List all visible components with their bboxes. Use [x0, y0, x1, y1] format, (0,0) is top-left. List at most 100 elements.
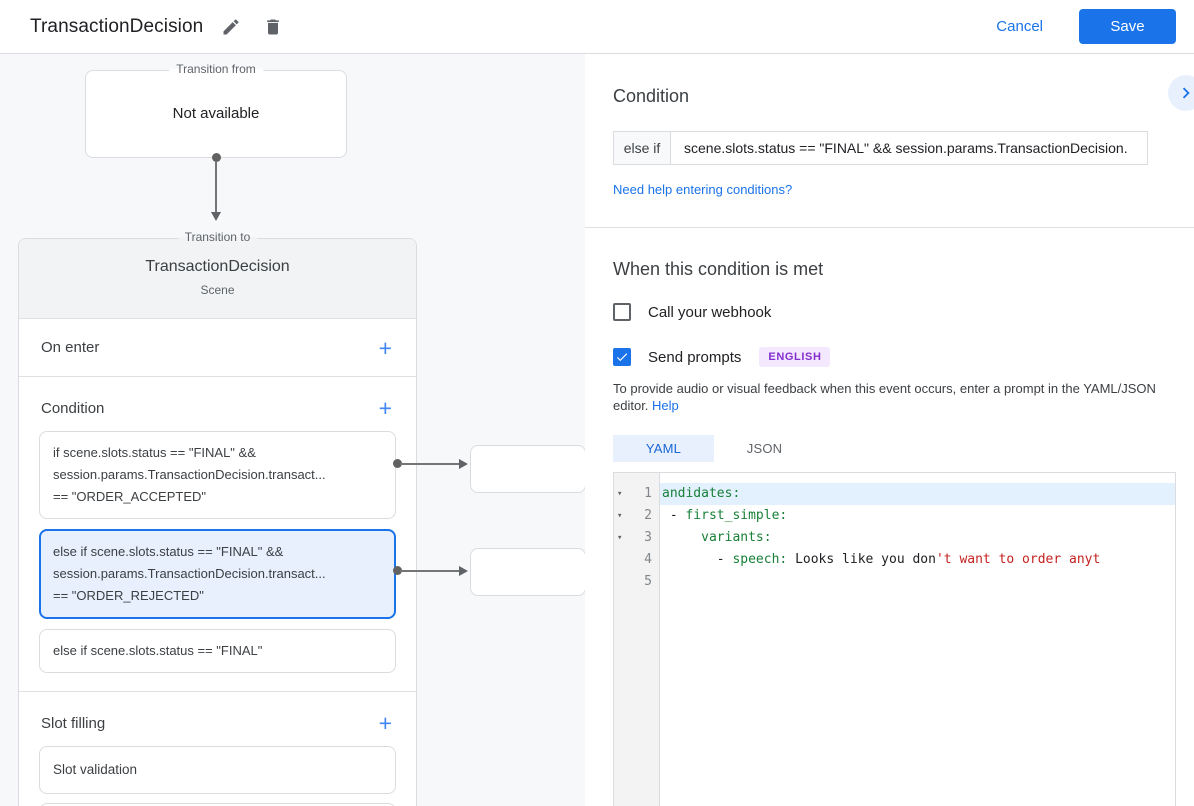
connector-line: [215, 161, 217, 213]
panel-divider: [585, 227, 1194, 228]
connector-dot: [393, 459, 402, 468]
transition-target-box[interactable]: [470, 548, 585, 596]
condition-card-list: if scene.slots.status == "FINAL" && sessi…: [39, 431, 396, 673]
condition-card[interactable]: if scene.slots.status == "FINAL" && sessi…: [39, 431, 396, 519]
fold-toggle-icon[interactable]: ▾: [617, 489, 623, 499]
condition-prefix-label: else if: [613, 131, 671, 165]
code-token: [662, 530, 701, 545]
collapse-panel-button[interactable]: [1168, 75, 1194, 111]
when-condition-heading: When this condition is met: [613, 259, 824, 279]
connector-line: [400, 570, 459, 572]
condition-section: Condition + if scene.slots.status == "FI…: [19, 377, 416, 692]
add-slot-button[interactable]: +: [378, 710, 392, 736]
editor-gutter-row: ▾2: [614, 505, 659, 527]
scene-name: TransactionDecision: [145, 258, 290, 275]
editor-gutter-row: 4: [614, 549, 659, 571]
tab-json[interactable]: JSON: [714, 435, 815, 462]
scene-card: Transition to TransactionDecision Scene …: [18, 230, 417, 806]
fold-toggle-icon[interactable]: ▾: [617, 533, 623, 543]
scene-type-label: Scene: [200, 283, 235, 297]
send-prompts-row: Send prompts ENGLISH: [613, 347, 1176, 367]
slot-filling-label: Slot filling: [41, 714, 106, 732]
send-prompts-label: Send prompts: [648, 348, 742, 366]
code-token: andidates:: [662, 486, 741, 501]
condition-text: session.params.TransactionDecision.trans…: [53, 566, 326, 581]
page-title: TransactionDecision: [30, 15, 204, 37]
slot-filling-section: Slot filling + Slot validation: [19, 692, 416, 806]
condition-expression-input[interactable]: [671, 131, 1148, 165]
slot-card-list: Slot validation: [39, 746, 396, 794]
add-condition-button[interactable]: +: [378, 395, 392, 421]
checkmark-icon: [616, 353, 628, 362]
code-token: 't want to order anyt: [935, 552, 1101, 567]
line-number: 2: [644, 508, 652, 523]
on-enter-label: On enter: [41, 339, 100, 356]
line-number: 1: [644, 486, 652, 501]
code-line: andidates:: [660, 483, 1175, 505]
condition-section-label: Condition: [41, 399, 105, 417]
code-token: first_simple:: [685, 508, 788, 523]
arrow-right-icon: [459, 459, 468, 469]
call-webhook-label: Call your webhook: [648, 303, 772, 321]
edit-icon[interactable]: [217, 13, 245, 41]
transition-from-legend: Transition from: [169, 62, 263, 76]
delete-icon[interactable]: [259, 13, 287, 41]
condition-help-link[interactable]: Need help entering conditions?: [613, 182, 793, 197]
condition-detail-panel: Condition else if Need help entering con…: [585, 54, 1194, 806]
code-line: - speech: Looks like you don't want to o…: [660, 549, 1175, 571]
cancel-button[interactable]: Cancel: [996, 18, 1043, 35]
scene-card-header: TransactionDecision Scene: [19, 239, 416, 319]
condition-input-group: else if: [613, 131, 1148, 165]
scene-flow-canvas: Transition from Not available Transition…: [0, 54, 585, 806]
on-enter-row: On enter +: [19, 319, 416, 377]
fold-toggle-icon[interactable]: ▾: [617, 511, 623, 521]
condition-text: else if scene.slots.status == "FINAL": [53, 643, 263, 658]
code-token: -: [662, 508, 686, 523]
code-token: speech:: [732, 552, 788, 567]
code-line: [660, 571, 1175, 593]
condition-text: == "ORDER_ACCEPTED": [53, 489, 206, 504]
editor-gutter-row: ▾1: [614, 483, 659, 505]
tab-yaml[interactable]: YAML: [613, 435, 714, 462]
condition-text: if scene.slots.status == "FINAL" &&: [53, 445, 256, 460]
send-prompts-checkbox[interactable]: [613, 348, 631, 366]
code-line: - first_simple:: [660, 505, 1175, 527]
line-number: 4: [644, 552, 652, 567]
connector-dot: [393, 566, 402, 575]
connector-dot: [212, 153, 221, 162]
condition-card[interactable]: else if scene.slots.status == "FINAL": [39, 629, 396, 673]
line-number: 5: [644, 574, 652, 589]
condition-heading: Condition: [613, 86, 690, 106]
arrow-down-icon: [211, 212, 221, 221]
help-link[interactable]: Help: [652, 398, 679, 413]
code-line: variants:: [660, 527, 1175, 549]
arrow-right-icon: [459, 566, 468, 576]
transition-target-box[interactable]: [470, 445, 585, 493]
chevron-right-icon: [1182, 87, 1190, 99]
condition-text: session.params.TransactionDecision.trans…: [53, 467, 326, 482]
add-on-enter-button[interactable]: +: [378, 334, 392, 361]
condition-text: == "ORDER_REJECTED": [53, 588, 204, 603]
slot-card[interactable]: Slot validation: [39, 746, 396, 794]
condition-card[interactable]: else if scene.slots.status == "FINAL" &&…: [39, 529, 396, 619]
call-webhook-checkbox[interactable]: [613, 303, 631, 321]
transition-to-legend: Transition to: [177, 230, 258, 244]
editor-code-area[interactable]: andidates: - first_simple: variants: - s…: [660, 473, 1175, 806]
editor-gutter-row: 5: [614, 571, 659, 593]
code-token: variants:: [701, 530, 772, 545]
webhook-row: Call your webhook: [613, 303, 1176, 321]
code-token: -: [662, 552, 733, 567]
language-badge: ENGLISH: [759, 347, 831, 367]
transition-from-box: Transition from Not available: [85, 62, 347, 158]
editor-gutter-row: ▾3: [614, 527, 659, 549]
prompt-description-text: To provide audio or visual feedback when…: [613, 381, 1156, 413]
line-number: 3: [644, 530, 652, 545]
code-token: Looks like you don: [787, 552, 936, 567]
condition-text: else if scene.slots.status == "FINAL" &&: [53, 544, 284, 559]
transition-from-value: Not available: [172, 105, 260, 122]
save-button[interactable]: Save: [1079, 9, 1176, 44]
top-bar: TransactionDecision Cancel Save: [0, 0, 1194, 54]
